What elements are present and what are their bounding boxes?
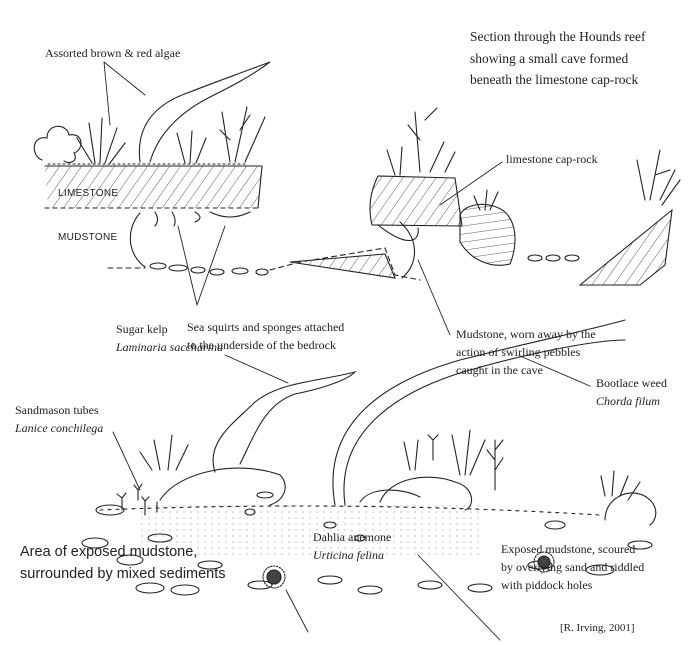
label-algae: Assorted brown & red algae	[45, 46, 181, 60]
title-line: Section through the Hounds reef	[470, 29, 646, 44]
label-sandmason: Sandmason tubes Lanice conchilega	[15, 401, 103, 437]
title-line: beneath the limestone cap-rock	[470, 72, 639, 87]
sandmason-tubes	[116, 483, 158, 516]
caption-line: Area of exposed mudstone,	[20, 544, 198, 560]
credit: [R. Irving, 2001]	[560, 622, 635, 634]
limestone-cap-rock	[369, 175, 463, 227]
pebbles-bottom	[81, 491, 653, 596]
latin-name: Urticina felina	[313, 548, 384, 562]
common-name: Sandmason tubes	[15, 403, 99, 417]
leader-lines-bottom	[112, 354, 591, 641]
label-line: caught in the cave	[456, 363, 543, 377]
latin-name: Chorda filum	[596, 394, 660, 408]
bootlace-weed	[332, 319, 626, 506]
limestone-slab-left	[44, 165, 263, 209]
label-limestone: LIMESTONE	[58, 188, 119, 199]
title-line: showing a small cave formed	[470, 50, 629, 66]
cave-left-wall	[129, 212, 146, 268]
leader-lines-top	[103, 61, 503, 336]
boulder	[459, 203, 516, 266]
label-line: by overlying sand and riddled	[501, 560, 645, 574]
algae-left	[33, 61, 271, 165]
section-title: Section through the Hounds reef showing …	[470, 26, 645, 91]
caption-line: surrounded by mixed sediments	[20, 566, 226, 582]
latin-name: Lanice conchilega	[15, 421, 104, 435]
label-bootlace-weed: Bootlace weed Chorda filum	[596, 374, 667, 410]
seabed-bottom	[99, 467, 657, 555]
label-exposed-mudstone: Exposed mudstone, scoured by overlying s…	[501, 540, 644, 594]
pebbles-top	[149, 254, 580, 276]
label-line: Exposed mudstone, scoured	[501, 542, 636, 556]
latin-name: Laminaria saccharina	[116, 340, 224, 354]
dahlia-anemone	[262, 551, 555, 589]
label-dahlia: Dahlia anemone Urticina felina	[313, 528, 391, 564]
label-line: Sea squirts and sponges attached	[187, 320, 345, 334]
label-line: action of swirling pebbles	[456, 345, 581, 359]
area-caption: Area of exposed mudstone, surrounded by …	[20, 541, 226, 585]
label-sea-squirts: Sea squirts and sponges attached to the …	[187, 318, 344, 354]
limestone-slope-right	[578, 208, 673, 286]
sugar-kelp	[212, 370, 357, 473]
label-line: Mudstone, worn away by the	[456, 327, 596, 341]
label-mudstone: MUDSTONE	[58, 232, 118, 243]
label-cap-rock: limestone cap-rock	[506, 152, 598, 166]
label-line: to the underside of the bedrock	[187, 338, 336, 352]
cave-right-wall	[377, 221, 419, 279]
common-name: Dahlia anemone	[313, 530, 392, 544]
common-name: Sugar kelp	[116, 322, 168, 336]
common-name: Bootlace weed	[596, 376, 667, 390]
label-mudstone-worn: Mudstone, worn away by the action of swi…	[456, 325, 596, 379]
label-line: with piddock holes	[501, 578, 593, 592]
label-sugar-kelp: Sugar kelp Laminaria saccharina	[116, 320, 223, 356]
